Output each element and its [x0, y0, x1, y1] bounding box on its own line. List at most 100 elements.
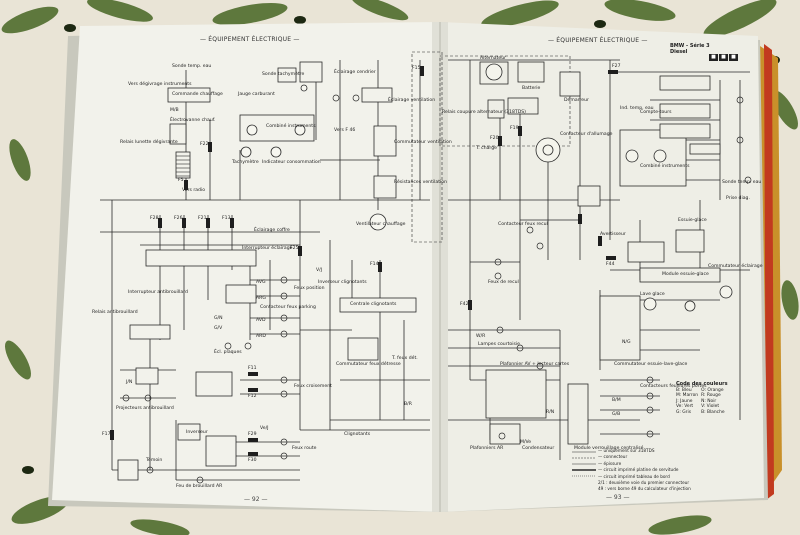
symbol-notes: — uniquement sur 318TDS — connecteur — é…	[598, 448, 691, 493]
label-contacteur-allumage: Contacteur d'allumage	[560, 132, 613, 137]
label-centrale-clignotants: Centrale clignotants	[350, 302, 397, 307]
fuse-label: F5	[178, 178, 184, 183]
legend-cell: J: Jaune	[676, 398, 693, 404]
label-vers-degivrage: Vers dégivrage instruments	[128, 82, 192, 87]
wire-code: Ve/J	[260, 426, 269, 431]
fuse-label: F11	[248, 366, 257, 371]
fuse-label: F21	[198, 216, 207, 221]
brand-label: BMW - Série 3 Diesel	[670, 43, 710, 55]
label-commande-chauffage: Commande chauffage	[172, 92, 223, 97]
legend-title: Code des couleurs	[676, 381, 728, 387]
label-essuie-glace: Essuie-glace	[678, 218, 707, 223]
note-line: 49 : vers borne 49 du calculateur d'inje…	[598, 486, 691, 492]
note-line: — uniquement sur 318TDS	[598, 448, 655, 453]
fuse-label: F17	[102, 432, 111, 437]
label-avertisseur: Avertisseur	[600, 232, 626, 237]
label-demarreur: Démarreur	[564, 98, 589, 103]
fuses-right	[468, 70, 618, 310]
page-number-left: — 92 —	[244, 496, 268, 503]
label-tachymetre: Tachymètre	[232, 160, 259, 165]
fuse-label: F19	[510, 126, 519, 131]
label-eclairage-coffre: Éclairage coffre	[254, 228, 290, 233]
wire-code: N/G	[622, 340, 631, 345]
fuse-label: F14	[370, 262, 379, 267]
label-sonde-temp: Sonde temp. eau	[172, 64, 212, 69]
label-interrupteur-eclairage: Interrupteur éclairage	[242, 246, 293, 251]
label-eclairage-cendrier: Éclairage cendrier	[334, 70, 376, 75]
cover-spine-red	[764, 44, 774, 500]
fuse-label: F13	[222, 216, 231, 221]
label-combine-instruments: Combiné instruments	[266, 124, 316, 129]
label-contacteurs-portes: Contacteurs feuillures portes	[640, 384, 707, 389]
fuse-label: F28	[150, 216, 159, 221]
label-vers-radio: Vers radio	[182, 188, 206, 193]
label-inverseur: Inverseur	[186, 430, 208, 435]
label-commutateur-essuie: Commutateur essuie-lave-glace	[614, 362, 688, 367]
wire-code: G/B	[612, 412, 621, 417]
legend-frame	[572, 451, 596, 477]
fuse-label: F27	[612, 64, 621, 69]
label-relais-coupure: Relais coupure alternateur (318TDS)	[442, 110, 526, 115]
label-resistances-ventilation: Résistances ventilation	[394, 180, 448, 185]
label-sonde-temp-right: Sonde temp. eau	[722, 180, 762, 185]
fuse-label: F15	[412, 66, 421, 71]
label-compte-tours: Compte-tours	[640, 110, 672, 115]
fuse-label: F25	[290, 246, 299, 251]
label-relais-lunette: Relais lunette dégivrante	[120, 140, 178, 145]
legend-cell: Ve: Vert	[676, 404, 694, 410]
label-interrupteur-antibrouillard: Interrupteur antibrouillard	[128, 290, 188, 295]
gauges-left	[240, 84, 387, 231]
label-lave-glace: Lave glace	[640, 292, 665, 297]
components-right	[479, 61, 721, 445]
label-combine-instruments-right: Combiné instruments	[640, 164, 690, 169]
brand-line-1: BMW - Série 3	[670, 43, 710, 49]
note-line: 2/1 : deuxième voie du premier connecteu…	[598, 480, 690, 486]
brand-badge: ■	[729, 54, 738, 61]
wire-code: J/N	[126, 380, 133, 385]
label-plafonniers-ar: Plafonniers AR	[470, 446, 504, 451]
note-line: — épissure	[598, 460, 622, 466]
heater-grid	[176, 155, 190, 177]
fuse-label: F12	[248, 394, 257, 399]
legend-cell: B: Bleu	[676, 387, 692, 393]
label-temoin-feux-detresse: T. feux dét.	[392, 356, 418, 361]
label-clignotants: Clignotants	[344, 432, 371, 437]
wire-code: B/R	[404, 402, 412, 407]
lamps-left	[122, 94, 360, 484]
label-electrovanne: Électrovanne chauf.	[170, 118, 216, 123]
label-ventilateur-chauffage: Ventilateur chauffage	[356, 222, 406, 227]
label-commutateur-eclairage: Commutateur éclairage	[708, 264, 763, 269]
fuses-left	[110, 66, 424, 456]
lamps-right	[494, 96, 752, 440]
label-t-charge: T. charge	[476, 146, 497, 151]
legend-row: J: Jaune N: Noir	[676, 399, 728, 405]
label-indicateur-conso: Indicateur consommation	[262, 160, 321, 165]
legend-cell: M: Marron	[676, 393, 699, 399]
note-line: — connecteur	[598, 454, 628, 460]
label-commutateur-feux-detresse: Commutateur feux détresse	[336, 362, 401, 367]
label-alternateur: Alternateur	[480, 56, 507, 61]
wire-code: AVD	[256, 318, 266, 323]
wire-code: R/N	[546, 410, 555, 415]
fuse-label: F30	[248, 458, 257, 463]
label-eclairage-ventilation: Éclairage ventilation	[388, 98, 436, 103]
label-temoin: Témoin	[146, 458, 163, 463]
legend-cell: G: Gris	[676, 409, 691, 415]
label-projecteurs-antibrouillard: Projecteurs antibrouillard	[116, 406, 174, 411]
fuse-label: F20	[490, 136, 499, 141]
label-feu-brouillard-ar: Feu de brouillard AR	[176, 484, 223, 489]
page-header-right: — ÉQUIPEMENT ÉLECTRIQUE —	[548, 37, 648, 44]
label-contacteur-feux-recul: Contacteur feux recul	[498, 222, 548, 227]
legend-cell: N: Noir	[701, 398, 717, 404]
note-line: — circuit imprimé platine de servitude	[598, 467, 679, 473]
wire-code: B/M	[612, 398, 621, 403]
note-line: — circuit imprimé tableau de bord	[598, 473, 670, 479]
left-page	[52, 22, 440, 512]
fuse-label: F29	[248, 432, 257, 437]
label-plafonnier-lecteur: Plafonnier AV + lecteur cartes	[500, 362, 570, 367]
legend-cell: R: Rouge	[701, 393, 721, 399]
